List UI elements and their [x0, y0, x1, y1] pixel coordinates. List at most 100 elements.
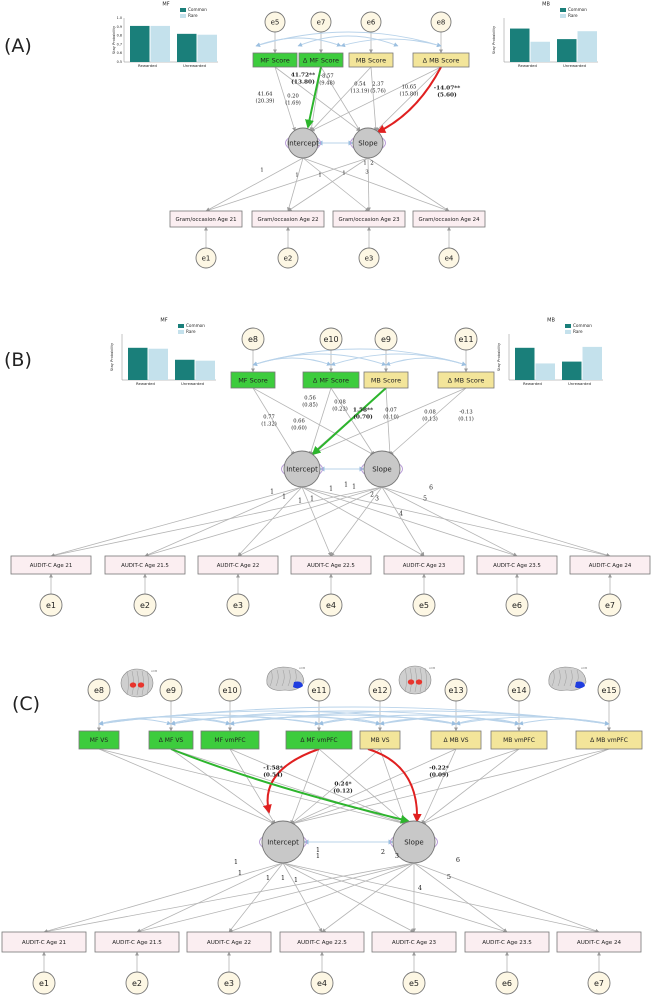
panel-c-outcome-box-label: AUDIT-C Age 22 [207, 940, 251, 946]
panel-c-coef-dmfvm-int-value: -1.58* [263, 766, 283, 772]
panel-a-intercept-label: Intercept [287, 140, 319, 148]
panel-c-loading-label: 2 [381, 848, 385, 856]
panel-b-chart-mf-legend-swatch [178, 330, 184, 334]
panel-c-error-bottom [587, 971, 611, 995]
panel-c-path-to-intercept [290, 748, 457, 825]
panel-c-loading-slope [321, 862, 415, 933]
panel-a-error-bottom-label: e1 [202, 255, 211, 263]
panel-c-loading-slope [413, 862, 600, 933]
panel-a-chart-mb-legend-label: Rare [568, 13, 578, 18]
panel-a-chart-mf-bar [150, 25, 170, 63]
panel-c-error-top-label: e11 [311, 686, 326, 695]
panel-b-intercept-label: Intercept [286, 466, 318, 474]
panel-a-chart-mf-xtick: Unrewarded [183, 63, 207, 68]
panel-c-loading-slope [413, 862, 508, 933]
panel-b-error-top-label: e11 [458, 335, 473, 344]
panel-c-path-to-intercept [170, 748, 276, 825]
panel-b-predictor-box [230, 371, 276, 389]
panel-a-chart-mb-bar [557, 39, 577, 62]
panel-b-chart-mb-xtick: Unrewarded [568, 381, 592, 386]
panel-a-label: (A) [4, 35, 32, 57]
panel-c-outcome-box [556, 931, 642, 953]
panel-c-path-to-slope [421, 748, 520, 825]
panel-c-outcome-box-label: AUDIT-C Age 24 [577, 940, 622, 946]
panel-c-error-bottom-label: e5 [409, 979, 419, 988]
panel-a-outcome-box [169, 210, 243, 228]
panel-b-coef-mb-int-bold-value: 1.58** [353, 408, 373, 414]
panel-a-path-to-intercept [274, 66, 296, 132]
panel-b-coef-dmb-int-value: 0.08 [424, 410, 436, 416]
panel-a-error-bottom [277, 247, 299, 269]
panel-c-path-to-slope [318, 748, 407, 825]
panel-b-path-to-intercept [252, 387, 295, 456]
panel-c-path-to-intercept [290, 748, 381, 825]
panel-b-coef-mf-int-value: 0.77 [263, 415, 275, 421]
panel-a-error-bottom [195, 247, 217, 269]
panel-c-loading-label: 3 [395, 852, 399, 860]
panel-a-coef-dmf-int-bold-se: (13.80) [291, 79, 315, 86]
panel-b-chart-mb-legend-label: Rare [573, 329, 583, 334]
panel-c-predictor-box [78, 730, 120, 750]
panel-b-predictor-box-label: MF Score [238, 377, 268, 385]
panel-c-significant-green-path [170, 748, 410, 824]
panel-b-outcome-box [476, 555, 558, 575]
panel-a-loading-intercept [287, 157, 304, 212]
panel-c-predictor-box-label: Δ MF VS [159, 737, 184, 744]
panel-b-loading-intercept [301, 486, 611, 558]
panel-a-coef-mb-slope-se: (5.76) [370, 88, 386, 95]
panel-a-coef-dmb-int-value: 10.65 [402, 85, 417, 91]
panel-a-loading-intercept [205, 157, 304, 212]
panel-b-chart-mb-xtick: Rewarded [523, 381, 542, 386]
panel-c-loading-intercept [282, 862, 600, 934]
panel-b-coef-dmf-int2-se: (0.60) [291, 425, 307, 432]
panel-a-loading-slope [205, 157, 369, 212]
path-lines-layer [42, 32, 612, 972]
panel-a-loading-slope [366, 157, 371, 212]
panel-b-chart-mf-xtick: Rewarded [136, 381, 155, 386]
panel-c-loading-intercept [136, 862, 284, 933]
panel-c-predictor-box-label: Δ MB vmPFC [590, 737, 628, 744]
panel-c-loading-intercept [282, 862, 415, 933]
panel-c-brain-mb-vmpfc-gyrus [551, 669, 555, 687]
panel-c-loading-label: 6 [456, 856, 460, 864]
panel-c-brain-mf-vmpfc: x=8 [266, 666, 305, 691]
panel-c-path-to-intercept [98, 748, 276, 825]
panel-a-significant-green-path [305, 66, 322, 129]
panel-c-error-bottom-label: e2 [132, 979, 142, 988]
panel-a-chart-mf-legend-swatch [180, 14, 186, 18]
panel-a-coef-dmf-int-se: (1.69) [285, 100, 301, 107]
panel-b-coef-dmb-slope-se: (0.11) [458, 416, 474, 423]
panel-a-chart-mb-xtick: Rewarded [518, 63, 537, 68]
panel-b-intercept [283, 450, 321, 488]
panel-b-outcome-box-label: AUDIT-C Age 21.5 [121, 563, 169, 569]
panel-b-loading-label: 1 [344, 482, 348, 489]
panel-c-error-bottom-label: e3 [224, 979, 234, 988]
panel-c-brain-mf-vs-sulcus [141, 670, 144, 696]
panel-a-chart-mf-bar [197, 34, 217, 62]
panel-c-error-top-label: e12 [372, 686, 387, 695]
panel-a-outcome-box [412, 210, 486, 228]
panel-c-brain-mb-vs-roi-left [407, 679, 415, 685]
panel-b-label: (B) [4, 349, 32, 371]
panel-b-outcome-box [197, 555, 279, 575]
panel-c-loading-label: 1 [316, 846, 320, 854]
panel-c-outcome-box [464, 931, 550, 953]
panel-b-chart-mf-bar [128, 347, 148, 380]
panel-a-coef-mb-int-se: (13.19) [351, 88, 370, 95]
panel-a-chart-mf-legend-label: Common [188, 7, 207, 12]
panel-b-chart-mb-bar [515, 347, 535, 380]
panel-b-outcome-box-label: AUDIT-C Age 21 [30, 563, 73, 569]
panel-a-significant-red-path [376, 66, 442, 133]
panel-c-brain-mb-vmpfc-gyrus [563, 669, 567, 687]
panel-c-loading-label: 4 [418, 884, 422, 892]
panel-a-chart-mf-xtick: Rewarded [138, 63, 157, 68]
panel-b-outcome-box-label: AUDIT-C Age 22 [217, 563, 260, 569]
panel-a-predictor-box-label: Δ MB Score [423, 57, 460, 65]
panel-a-predictor-box [252, 52, 298, 68]
panel-b-chart-mf-bar [148, 348, 168, 380]
panel-b-chart-mb-title: MB [547, 318, 555, 324]
panel-a-coef-mb-int-value: 0.54 [354, 82, 366, 88]
